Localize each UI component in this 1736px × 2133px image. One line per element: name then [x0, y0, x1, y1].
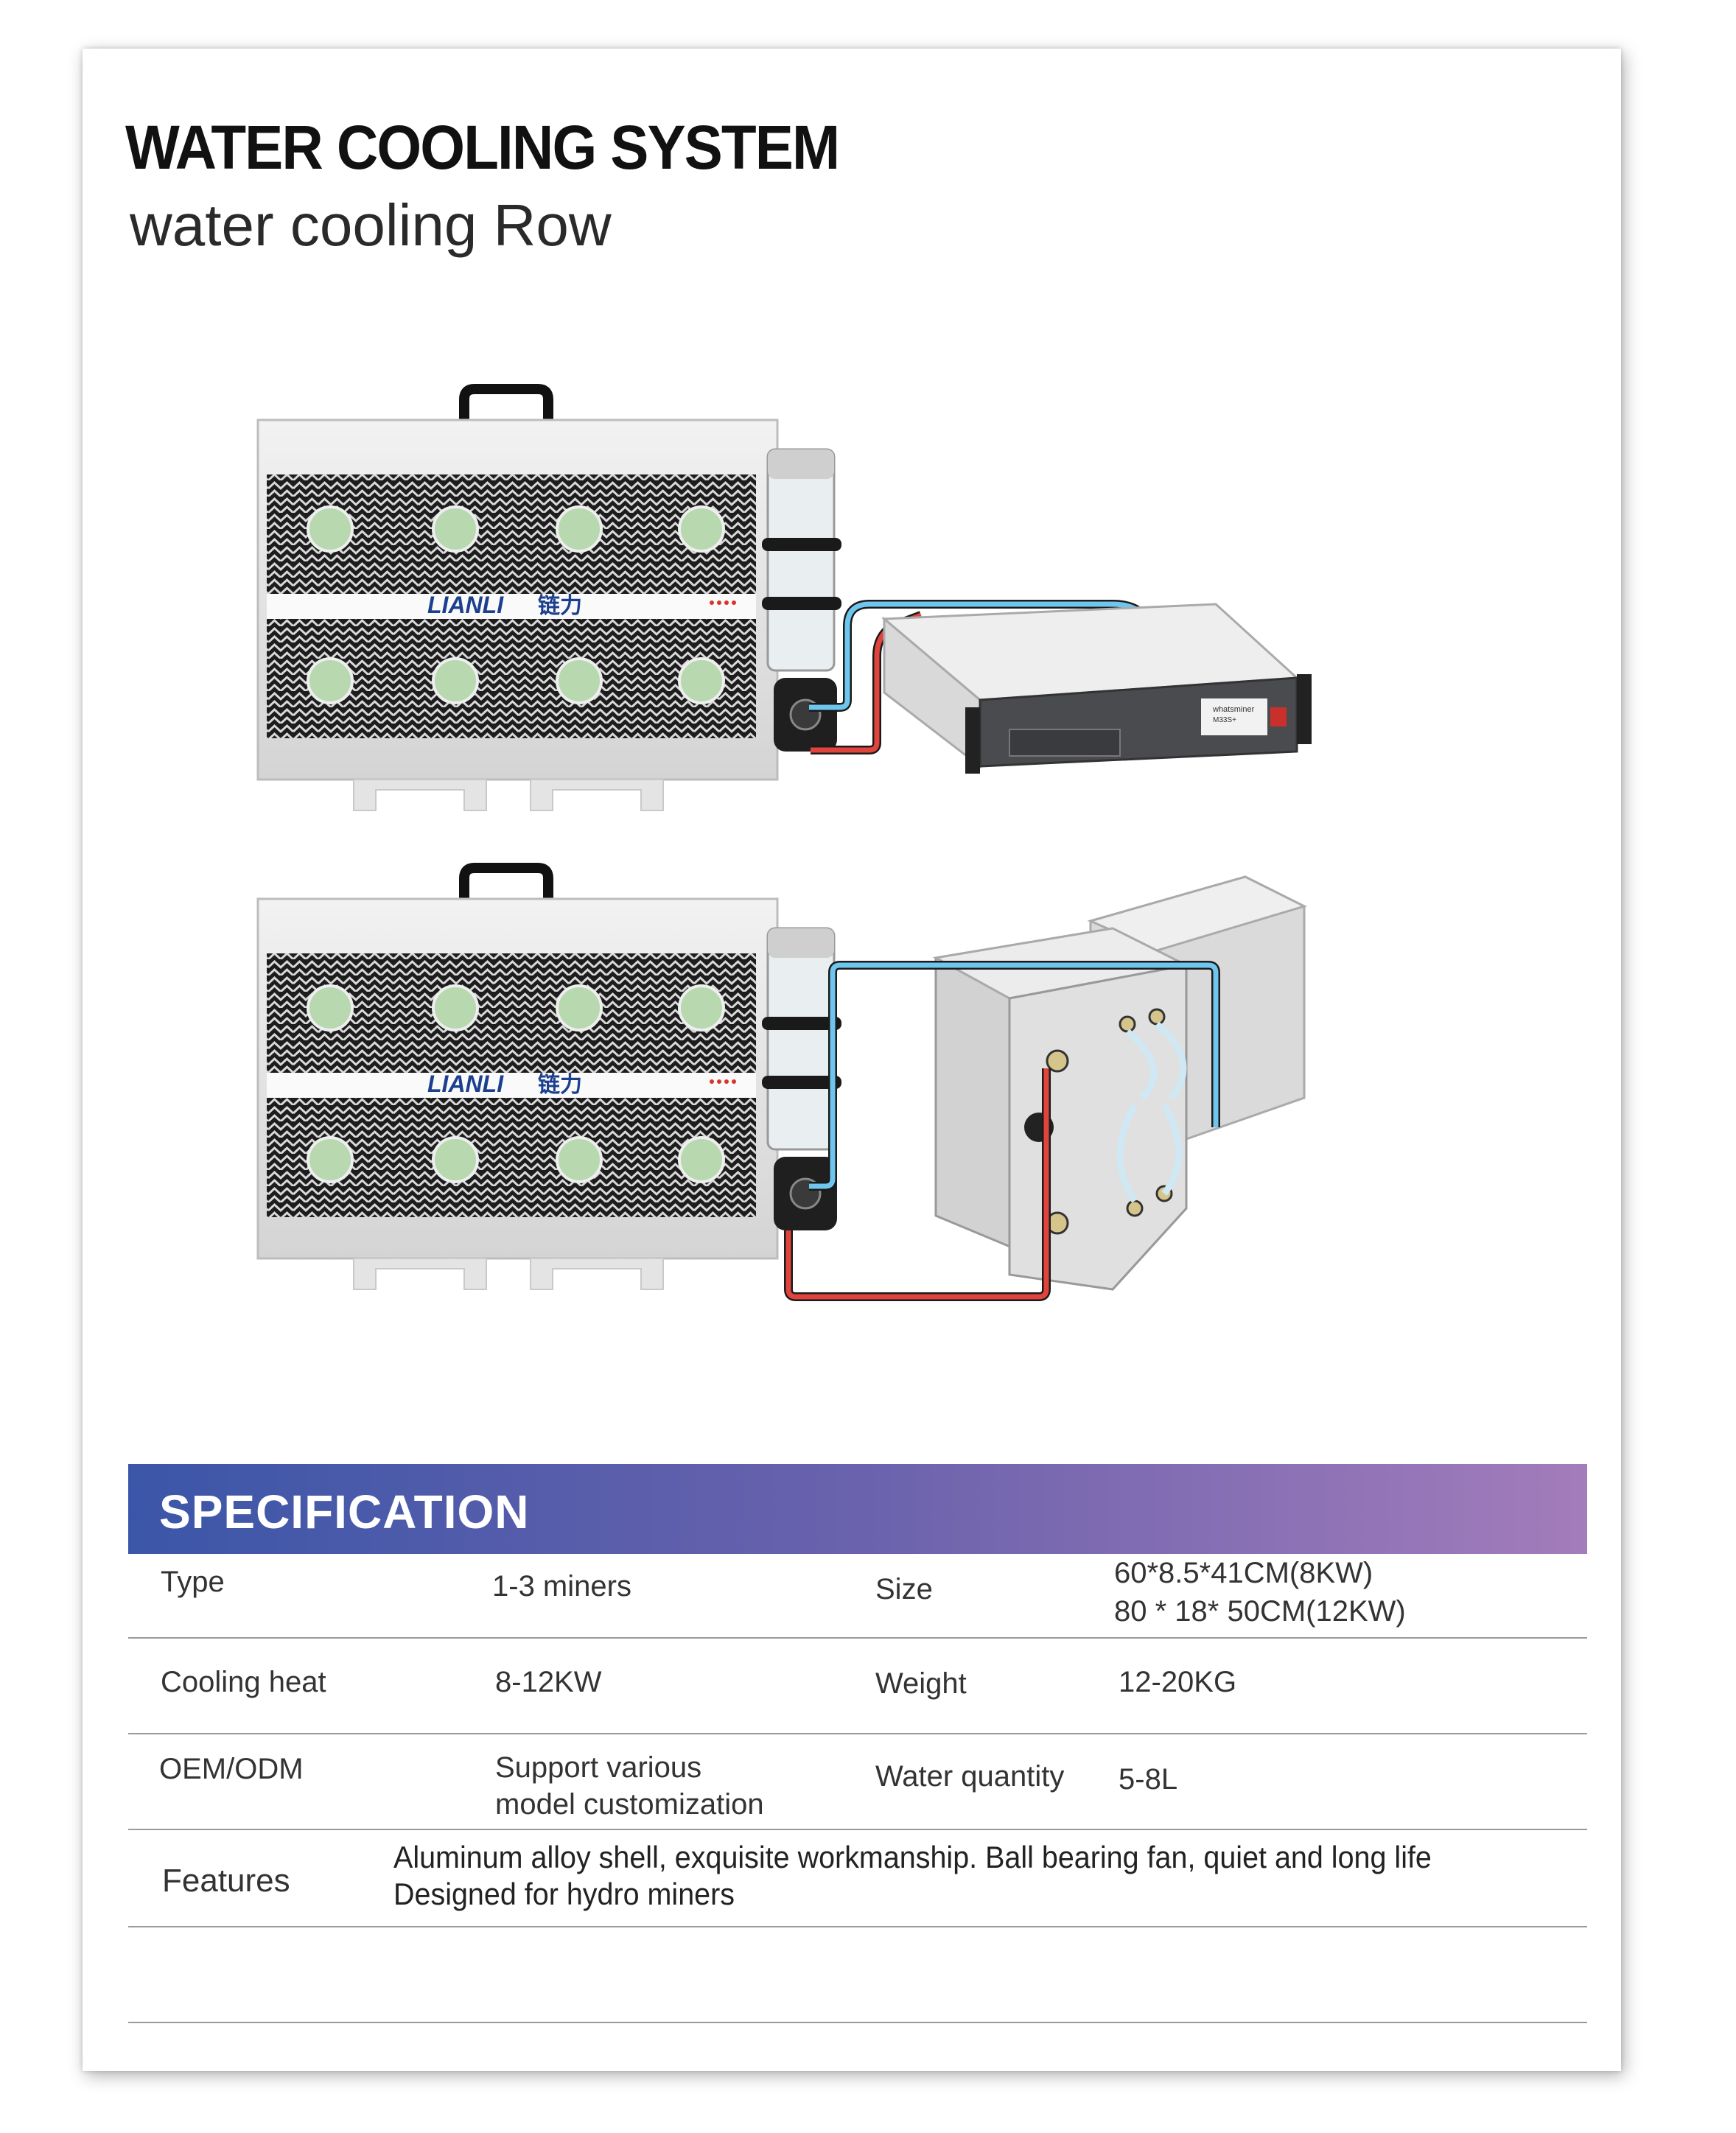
- radiator-unit: LIANLI 链力: [256, 863, 841, 1290]
- fan-icon: [556, 505, 603, 553]
- fan-icon: [556, 657, 603, 704]
- size-value-8kw: 60*8.5*41CM(8KW): [1114, 1557, 1373, 1589]
- fan-icon: [678, 984, 725, 1032]
- table-divider: [128, 1637, 1587, 1639]
- radiator-logo-cn: 链力: [538, 1072, 582, 1098]
- carry-handle: [459, 863, 553, 899]
- power-switch: [1270, 707, 1287, 726]
- cooling-heat-label: Cooling heat: [161, 1666, 326, 1698]
- radiator-logo: LIANLI: [427, 1071, 504, 1097]
- rack-miner-unit: whatsminer M33S+: [881, 603, 1312, 774]
- page-title: WATER COOLING SYSTEM: [125, 113, 840, 182]
- table-bottom-border: [128, 2022, 1587, 2023]
- type-value: 1-3 miners: [492, 1570, 631, 1603]
- table-divider: [128, 1829, 1587, 1830]
- svg-text:whatsminer: whatsminer: [1212, 705, 1255, 714]
- weight-value: 12-20KG: [1119, 1666, 1237, 1698]
- fan-icon: [556, 1136, 603, 1183]
- type-label: Type: [161, 1566, 225, 1598]
- fan-icon: [432, 984, 479, 1032]
- radiator-hydro-miner-illustration: LIANLI 链力: [256, 863, 1308, 1301]
- radiator-feet: [353, 1258, 664, 1290]
- carry-handle: [459, 384, 553, 420]
- fan-icon: [678, 1136, 725, 1183]
- hydro-miner-front: [932, 927, 1190, 1291]
- svg-text:M33S+: M33S+: [1213, 716, 1236, 724]
- fan-icon: [678, 505, 725, 553]
- features-line2: Designed for hydro miners: [393, 1877, 735, 1911]
- fan-icon: [307, 505, 354, 553]
- specification-header: SPECIFICATION: [128, 1464, 1587, 1554]
- reservoir-pump: [762, 448, 841, 752]
- fan-icon: [432, 1136, 479, 1183]
- fan-icon: [556, 984, 603, 1032]
- fan-icon: [307, 657, 354, 704]
- fan-icon: [307, 1136, 354, 1183]
- radiator-rack-miner-illustration: LIANLI 链力 whatsminer M33S+: [256, 384, 1312, 811]
- fan-icon: [307, 984, 354, 1032]
- radiator-logo: LIANLI: [427, 592, 504, 618]
- water-quantity-label: Water quantity: [875, 1760, 1065, 1793]
- oem-odm-label: OEM/ODM: [159, 1753, 304, 1785]
- miner-label: [1201, 698, 1267, 735]
- page-subtitle: water cooling Row: [130, 192, 612, 258]
- fan-icon: [678, 657, 725, 704]
- weight-label: Weight: [875, 1667, 967, 1700]
- reservoir-pump: [762, 927, 841, 1230]
- size-value-12kw: 80 * 18* 50CM(12KW): [1114, 1595, 1406, 1628]
- size-label: Size: [875, 1573, 933, 1605]
- specification-title: SPECIFICATION: [159, 1485, 530, 1538]
- radiator-feet: [353, 779, 664, 811]
- cooling-heat-value: 8-12KW: [495, 1666, 602, 1698]
- features-label: Features: [162, 1863, 290, 1899]
- table-divider: [128, 1733, 1587, 1734]
- oem-odm-value-line2: model customization: [495, 1788, 764, 1821]
- fan-icon: [432, 657, 479, 704]
- radiator-logo-cn: 链力: [538, 593, 582, 619]
- oem-odm-value-line1: Support various: [495, 1751, 702, 1784]
- water-quantity-value: 5-8L: [1119, 1763, 1178, 1796]
- table-divider: [128, 1926, 1587, 1927]
- radiator-unit: LIANLI 链力: [256, 384, 841, 811]
- features-line1: Aluminum alloy shell, exquisite workmans…: [393, 1840, 1432, 1874]
- fan-icon: [432, 505, 479, 553]
